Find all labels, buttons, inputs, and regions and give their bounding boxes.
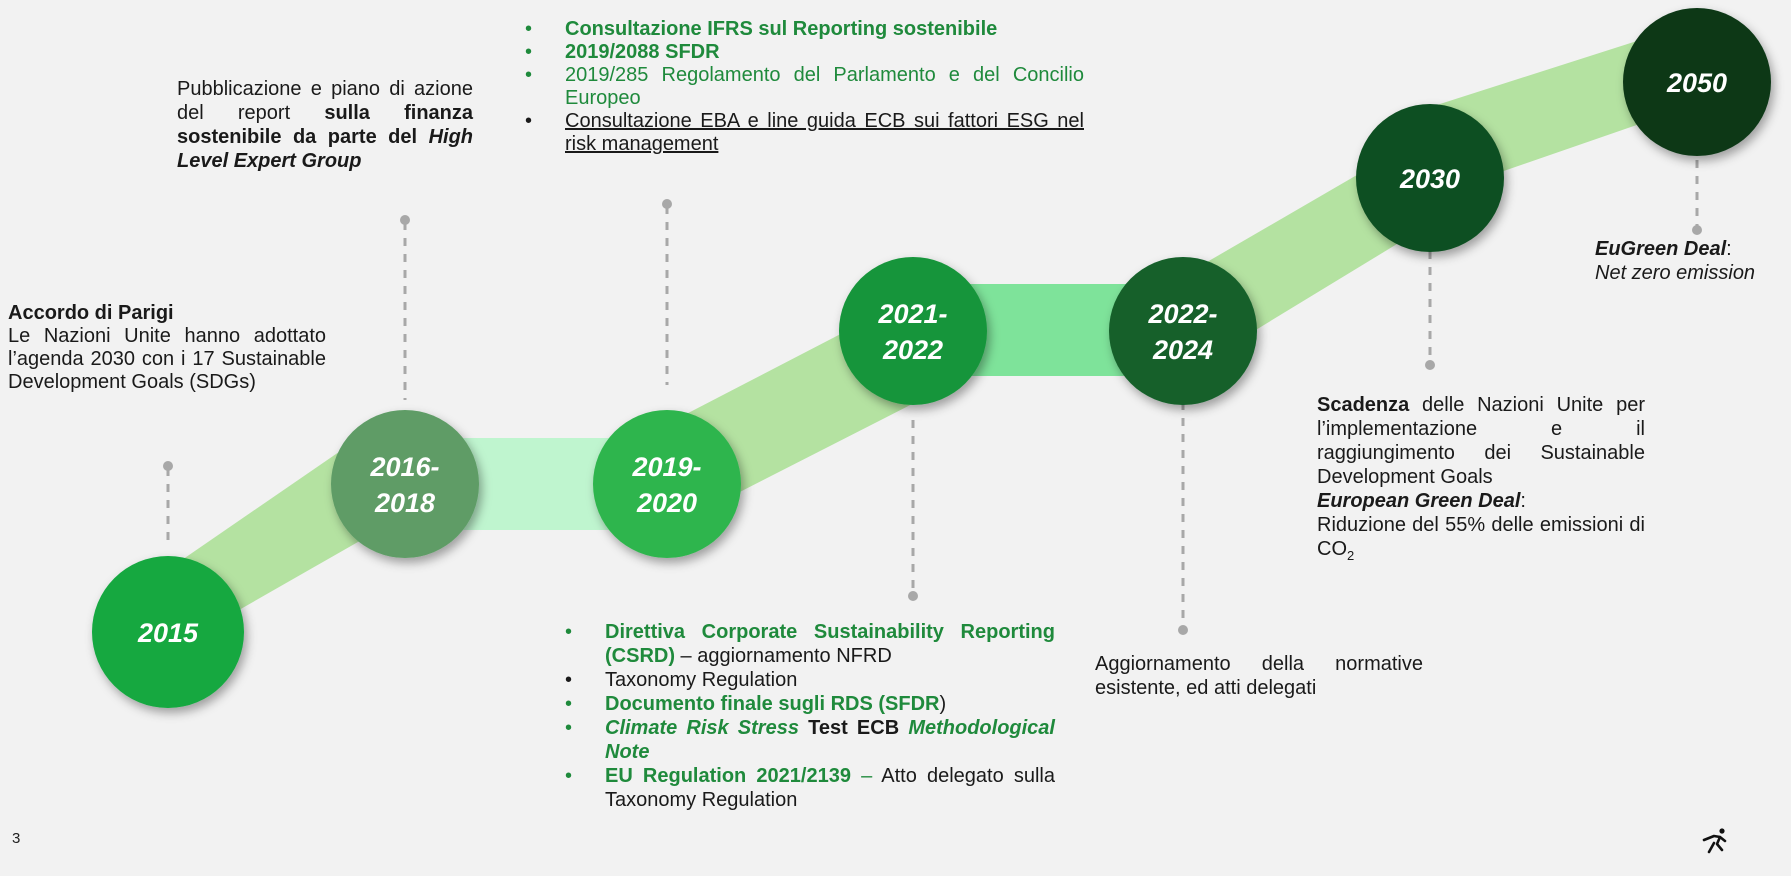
note-2022: Aggiornamento della normative esistente,… [1095,652,1423,700]
milestone-circle-2022-2024 [1109,257,1257,405]
milestone-label-2030: 2030 [1399,164,1460,194]
connector-dot-2030 [1425,360,1435,370]
milestone-2021-2022: 2021- 2022 [839,257,987,405]
note-2050-net-zero: Net zero emission [1595,262,1756,284]
note-2016-text-b: sulla finanza sostenibile da parte del [177,102,473,148]
note-2021-item-5: EU Regulation 2021/2139 – Atto delegato … [565,764,1055,812]
note-2021-item-4: Climate Risk Stress Test ECB Methodologi… [565,716,1055,764]
milestone-label-2016-2018: 2018 [374,488,435,518]
connector-dot-2015 [163,461,173,471]
milestone-2015: 2015 [92,556,244,708]
connector-dot-2050 [1692,225,1702,235]
milestone-circle-2016-2018 [331,410,479,558]
milestone-circle-2015 [92,556,244,708]
milestone-label-2021-2022: 2021- [877,299,947,329]
note-2021-item-3: Documento finale sugli RDS (SFDR) [565,692,1055,716]
note-2030-deadline: Scadenza [1317,394,1410,416]
milestone-circle-2021-2022 [839,257,987,405]
milestone-2022-2024: 2022- 2024 [1109,257,1257,405]
note-2021-item-2: Taxonomy Regulation [565,668,1055,692]
note-2019: Consultazione IFRS sul Reporting sosteni… [525,18,1084,156]
note-2030: Scadenza delle Nazioni Unite per l’imple… [1317,394,1645,563]
milestone-label-2016-2018: 2016- [369,452,439,482]
milestone-label-2021-2022: 2022 [882,335,943,365]
milestone-circle-2019-2020 [593,410,741,558]
note-2015-title: Accordo di Parigi [8,302,174,324]
note-2016: Pubblicazione e piano di azione del repo… [177,77,473,173]
milestone-label-2015: 2015 [137,618,199,648]
milestone-circle-2050 [1623,8,1771,156]
milestone-label-2022-2024: 2024 [1152,335,1213,365]
milestone-2050: 2050 [1623,8,1771,156]
note-2015: Accordo di Parigi Le Nazioni Unite hanno… [8,302,326,394]
note-2016-text-a: Pubblicazione e piano di azione del repo… [177,78,473,124]
milestone-label-2022-2024: 2022- [1147,299,1217,329]
note-2015-body: Le Nazioni Unite hanno adottato l’agenda… [8,325,326,393]
note-2019-item-3: 2019/285 Regolamento del Parlamento e de… [525,64,1084,110]
connector-dot-2016 [400,215,410,225]
milestone-2016-2018: 2016- 2018 [331,410,479,558]
note-2050: EuGreen Deal: Net zero emission [1595,237,1791,285]
note-2050-green-deal: EuGreen Deal [1595,238,1727,260]
note-2030-green-deal: European Green Deal [1317,490,1521,512]
connector-dot-2022 [1178,625,1188,635]
note-2016-text-c: High Level Expert Group [177,126,473,172]
note-2022-text: Aggiornamento della normative esistente,… [1095,653,1423,699]
connector-dot-2019 [662,199,672,209]
connector-dot-2021 [908,591,918,601]
milestone-2030: 2030 [1356,104,1504,252]
note-2030-deadline-text: delle Nazioni Unite per l’implementazion… [1317,394,1645,488]
milestone-circle-2030 [1356,104,1504,252]
note-2019-item-1: Consultazione IFRS sul Reporting sosteni… [525,18,1084,41]
milestone-label-2019-2020: 2020 [636,488,697,518]
milestone-2019-2020: 2019- 2020 [593,410,741,558]
note-2019-item-4: Consultazione EBA e line guida ECB sui f… [525,110,1084,156]
note-2019-item-2: 2019/2088 SFDR [525,41,1084,64]
page-number: 3 [12,830,21,847]
runner-logo-icon [1702,828,1727,854]
note-2021-item-1: Direttiva Corporate Sustainability Repor… [565,620,1055,668]
milestone-label-2019-2020: 2019- [631,452,701,482]
note-2030-reduction: Riduzione del 55% delle emissioni di CO [1317,514,1645,560]
milestone-label-2050: 2050 [1666,68,1727,98]
note-2021: Direttiva Corporate Sustainability Repor… [565,620,1055,812]
